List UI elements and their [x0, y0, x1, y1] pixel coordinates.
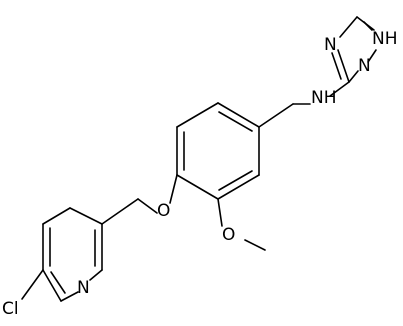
chlorine-label: Cl — [2, 299, 19, 319]
methoxy-oxygen-label: O — [222, 225, 235, 245]
chlorine-bond — [21, 269, 44, 300]
triazole-n2-label: N — [358, 56, 371, 76]
triazole-nh-label: NH — [372, 29, 398, 49]
amine-nh-label: NH — [311, 88, 337, 108]
methoxy-bonds — [217, 198, 266, 251]
triazole-ring — [331, 16, 377, 83]
ether-bonds — [101, 174, 178, 225]
benzyl-amine-bonds — [258, 81, 350, 128]
triazole-n4-label: N — [324, 35, 337, 55]
pyridine-ring — [42, 207, 103, 302]
pyridine-nitrogen-label: N — [77, 278, 90, 298]
ether-oxygen-label: O — [157, 201, 170, 221]
benzene-ring — [176, 102, 260, 200]
